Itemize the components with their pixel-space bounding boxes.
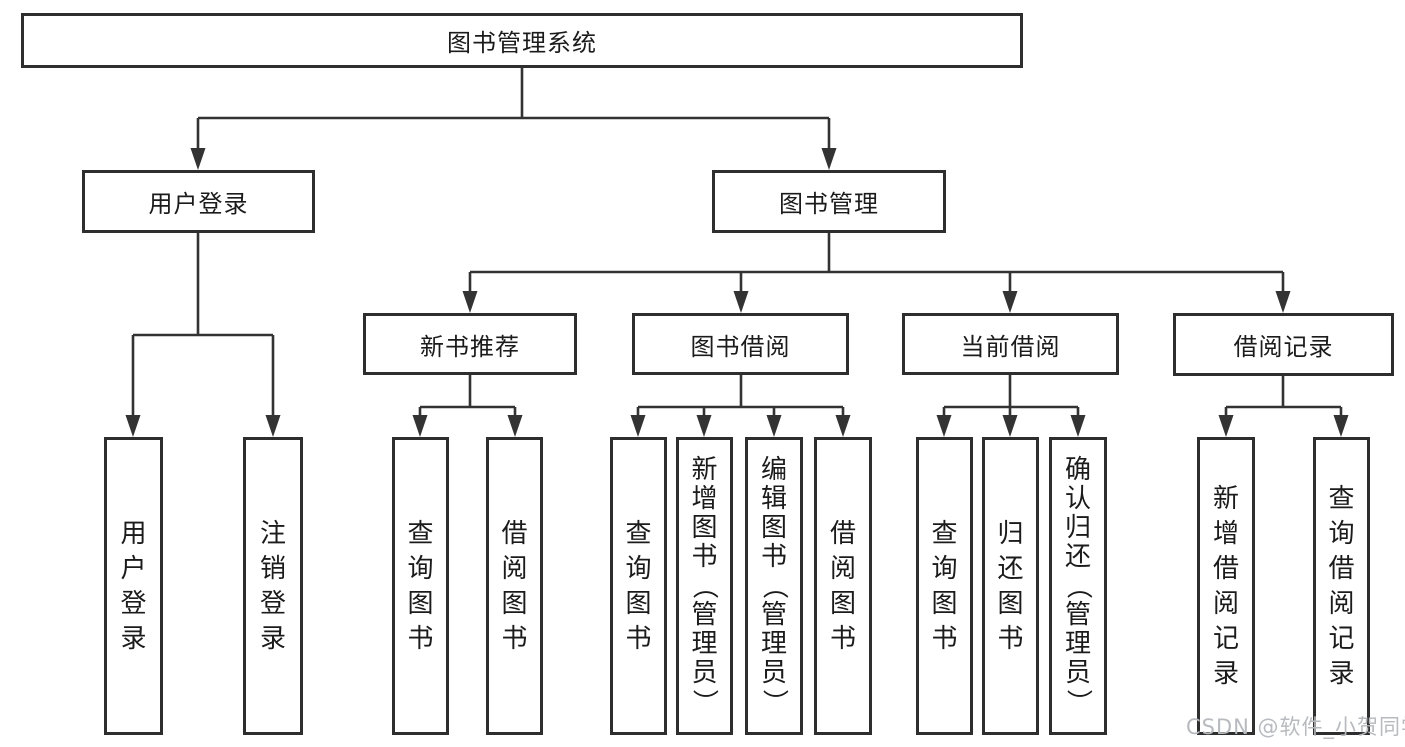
leaf-user-login: 用户登录 [104,437,163,735]
leaf-confirm-return-admin: 确认归还（管理员） [1049,437,1107,735]
user-login-to-leaves-connector [125,233,281,437]
node-book-management: 图书管理 [712,170,946,233]
leaf-add-book-admin-label: 新增图书（管理员） [689,455,720,716]
csdn-watermark: CSDN @软件_小贺同学 [1186,715,1405,739]
leaf-add-book-admin: 新增图书（管理员） [676,437,733,735]
leaf-logout: 注销登录 [243,437,303,735]
leaf-edit-book-admin: 编辑图书（管理员） [745,437,803,735]
leaf-return-book: 归还图书 [982,437,1039,735]
leaf-borrow-book-label: 借阅图书 [829,518,856,654]
leaf-borrow-query-book: 查询图书 [610,437,667,735]
leaf-rec-query-book-label: 查询图书 [407,518,434,654]
leaf-current-query-book-label: 查询图书 [931,518,958,654]
leaf-logout-label: 注销登录 [259,518,286,654]
leaf-rec-borrow-book: 借阅图书 [486,437,543,735]
node-book-borrow-label: 图书借阅 [690,332,791,361]
leaf-return-book-label: 归还图书 [997,518,1024,654]
leaf-rec-borrow-book-label: 借阅图书 [501,518,528,654]
leaf-query-borrow-record-label: 查询借阅记录 [1328,483,1355,689]
leaf-add-borrow-record: 新增借阅记录 [1197,437,1255,735]
leaf-user-login-label: 用户登录 [120,518,147,654]
new-book-rec-to-leaves-connector [412,375,523,437]
current-borrow-to-leaves-connector [936,375,1086,437]
leaf-add-borrow-record-label: 新增借阅记录 [1212,483,1239,689]
root-to-level2-connector [190,68,837,170]
book-borrow-to-leaves-connector [630,375,851,437]
node-new-book-recommend: 新书推荐 [363,313,577,375]
node-new-book-recommend-label: 新书推荐 [420,332,520,361]
node-book-management-label: 图书管理 [779,190,879,218]
book-management-to-level3-connector [462,233,1291,313]
node-book-borrow: 图书借阅 [632,313,849,375]
borrow-record-to-leaves-connector [1218,375,1349,437]
leaf-query-borrow-record: 查询借阅记录 [1313,437,1370,735]
leaf-current-query-book: 查询图书 [916,437,973,735]
leaf-borrow-query-book-label: 查询图书 [625,518,652,654]
leaf-confirm-return-admin-label: 确认归还（管理员） [1062,455,1093,716]
node-current-borrow: 当前借阅 [902,313,1119,375]
leaf-rec-query-book: 查询图书 [392,437,449,735]
node-borrow-record-label: 借阅记录 [1233,333,1334,361]
leaf-borrow-book: 借阅图书 [814,437,872,735]
node-root-system: 图书管理系统 [21,13,1023,68]
node-current-borrow-label: 当前借阅 [960,332,1061,361]
leaf-edit-book-admin-label: 编辑图书（管理员） [758,455,789,716]
node-root-system-label: 图书管理系统 [447,29,597,57]
node-user-login: 用户登录 [82,170,315,233]
node-user-login-label: 用户登录 [148,190,249,218]
node-borrow-record: 借阅记录 [1173,313,1394,376]
